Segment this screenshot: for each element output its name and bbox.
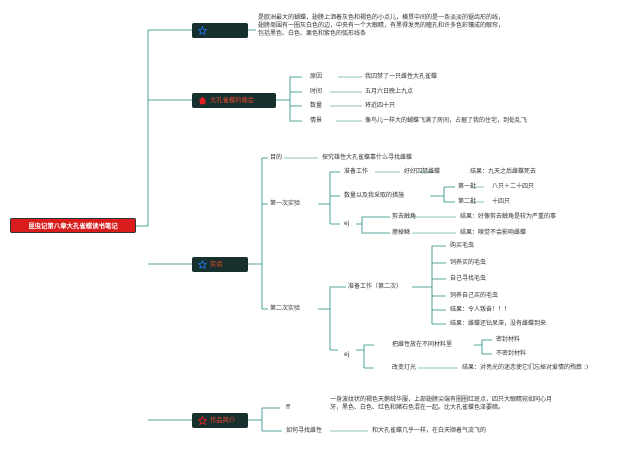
branch-intro[interactable] [192, 23, 248, 38]
batch1-key: 第一批 [458, 183, 477, 190]
house-icon [198, 96, 207, 105]
root-label: 昆虫记第八章大孔雀蝶读书笔记 [28, 222, 118, 230]
second-prep-item: 购买毛虫 [450, 242, 475, 249]
branch-event[interactable]: 大孔雀蝶的晚会 [192, 93, 276, 108]
purpose-text: 探究雄性大孔雀蝶靠什么寻找雌蝶 [322, 154, 413, 161]
second-ej-label: ej [344, 351, 350, 358]
event-value-count: 将近四十只 [365, 102, 396, 109]
first-prep-key: 准备工作 [344, 168, 369, 175]
second-prep-item: 饲养买的毛虫 [450, 259, 487, 266]
branch-notes-label: 作品简介 [210, 417, 236, 424]
root-node[interactable]: 昆虫记第八章大孔雀蝶读书笔记 [10, 218, 136, 233]
event-key-scene: 情景 [310, 117, 323, 124]
branch-notes[interactable]: 作品简介 [192, 413, 248, 428]
first-measures-key: 数量以及我采取的措施 [344, 192, 405, 199]
find-female-text: 和大孔雀蝶几乎一样，在白天顺着气流飞的 [372, 427, 487, 434]
event-key-reason: 原因 [310, 73, 323, 80]
event-value-scene: 像鸟儿一样大的蝴蝶飞满了房间，占据了我的住宅，到处乱飞 [365, 117, 528, 124]
event-key-count: 数量 [310, 102, 323, 109]
second-prep-item: 结果：令人叛奋！！！ [450, 306, 511, 313]
light-result: 结果：对亮光的迷恋使它们忘掉对爱情的殉葬 :) [462, 364, 589, 371]
materials-item-sealed: 密封材料 [496, 336, 521, 343]
first-prep-result: 结果：九天之后雌蝶死去 [470, 168, 537, 175]
scales-key: 擦掉鳞 [392, 229, 411, 236]
intro-text: 是欧洲最大的蝴蝶，翅膀上洒着灰色和褐色的小点儿，横贯中间的是一条淡淡的锯齿形的线… [258, 14, 505, 37]
star-outline-icon [198, 26, 207, 35]
first-prep-text: 好好囚禁雌蝶 [404, 168, 441, 175]
star-outline-icon [198, 260, 207, 269]
second-prep-key: 准备工作（第二次） [348, 283, 403, 290]
star-outline-icon [198, 416, 207, 425]
branch-experiment-label: 实验 [210, 261, 223, 268]
first-experiment-label: 第一次实验 [270, 200, 301, 207]
cut-antennae-key: 剪去触角 [392, 213, 417, 220]
batch1-value: 八只＋二十四只 [492, 183, 535, 190]
first-ej-label: ej [344, 220, 350, 227]
scales-result: 结果：嗅觉不会影响雌蝶 [460, 229, 527, 236]
materials-item-unsealed: 不密封材料 [496, 350, 527, 357]
materials-key: 把雌性放在不同材料里 [392, 341, 453, 348]
event-key-time: 时间 [310, 88, 323, 95]
branch-experiment[interactable]: 实验 [192, 257, 248, 272]
second-experiment-label: 第二次实验 [270, 305, 301, 312]
batch2-value: 十四只 [492, 198, 511, 205]
branch-event-label: 大孔雀蝶的晚会 [210, 97, 255, 104]
notes-ff-text: 一身波纹状的褐色天鹅绒华服，上部翅膀尖端有圈圈红斑点，四只大眼睛宛如同心月牙，黑… [330, 396, 553, 411]
batch2-key: 第二批 [458, 198, 477, 205]
purpose-key: 目的 [270, 154, 283, 161]
light-key: 改变灯光 [392, 364, 417, 371]
cut-antennae-result: 结果：好像剪去触角是较为严重的事 [460, 213, 557, 220]
second-prep-item: 饲养自己买的毛虫 [450, 292, 499, 299]
notes-ff-key: ff [286, 404, 291, 411]
event-value-time: 五月六日晚上九点 [365, 88, 414, 95]
event-value-reason: 我囚禁了一只雌性大孔雀蝶 [365, 73, 438, 80]
second-prep-item: 自己寻找毛虫 [450, 275, 487, 282]
find-female-key: 如何寻找雌性 [286, 427, 323, 434]
second-prep-item: 结果：雌蝶还钻呆滞，没有雌蝶到来 [450, 320, 547, 327]
